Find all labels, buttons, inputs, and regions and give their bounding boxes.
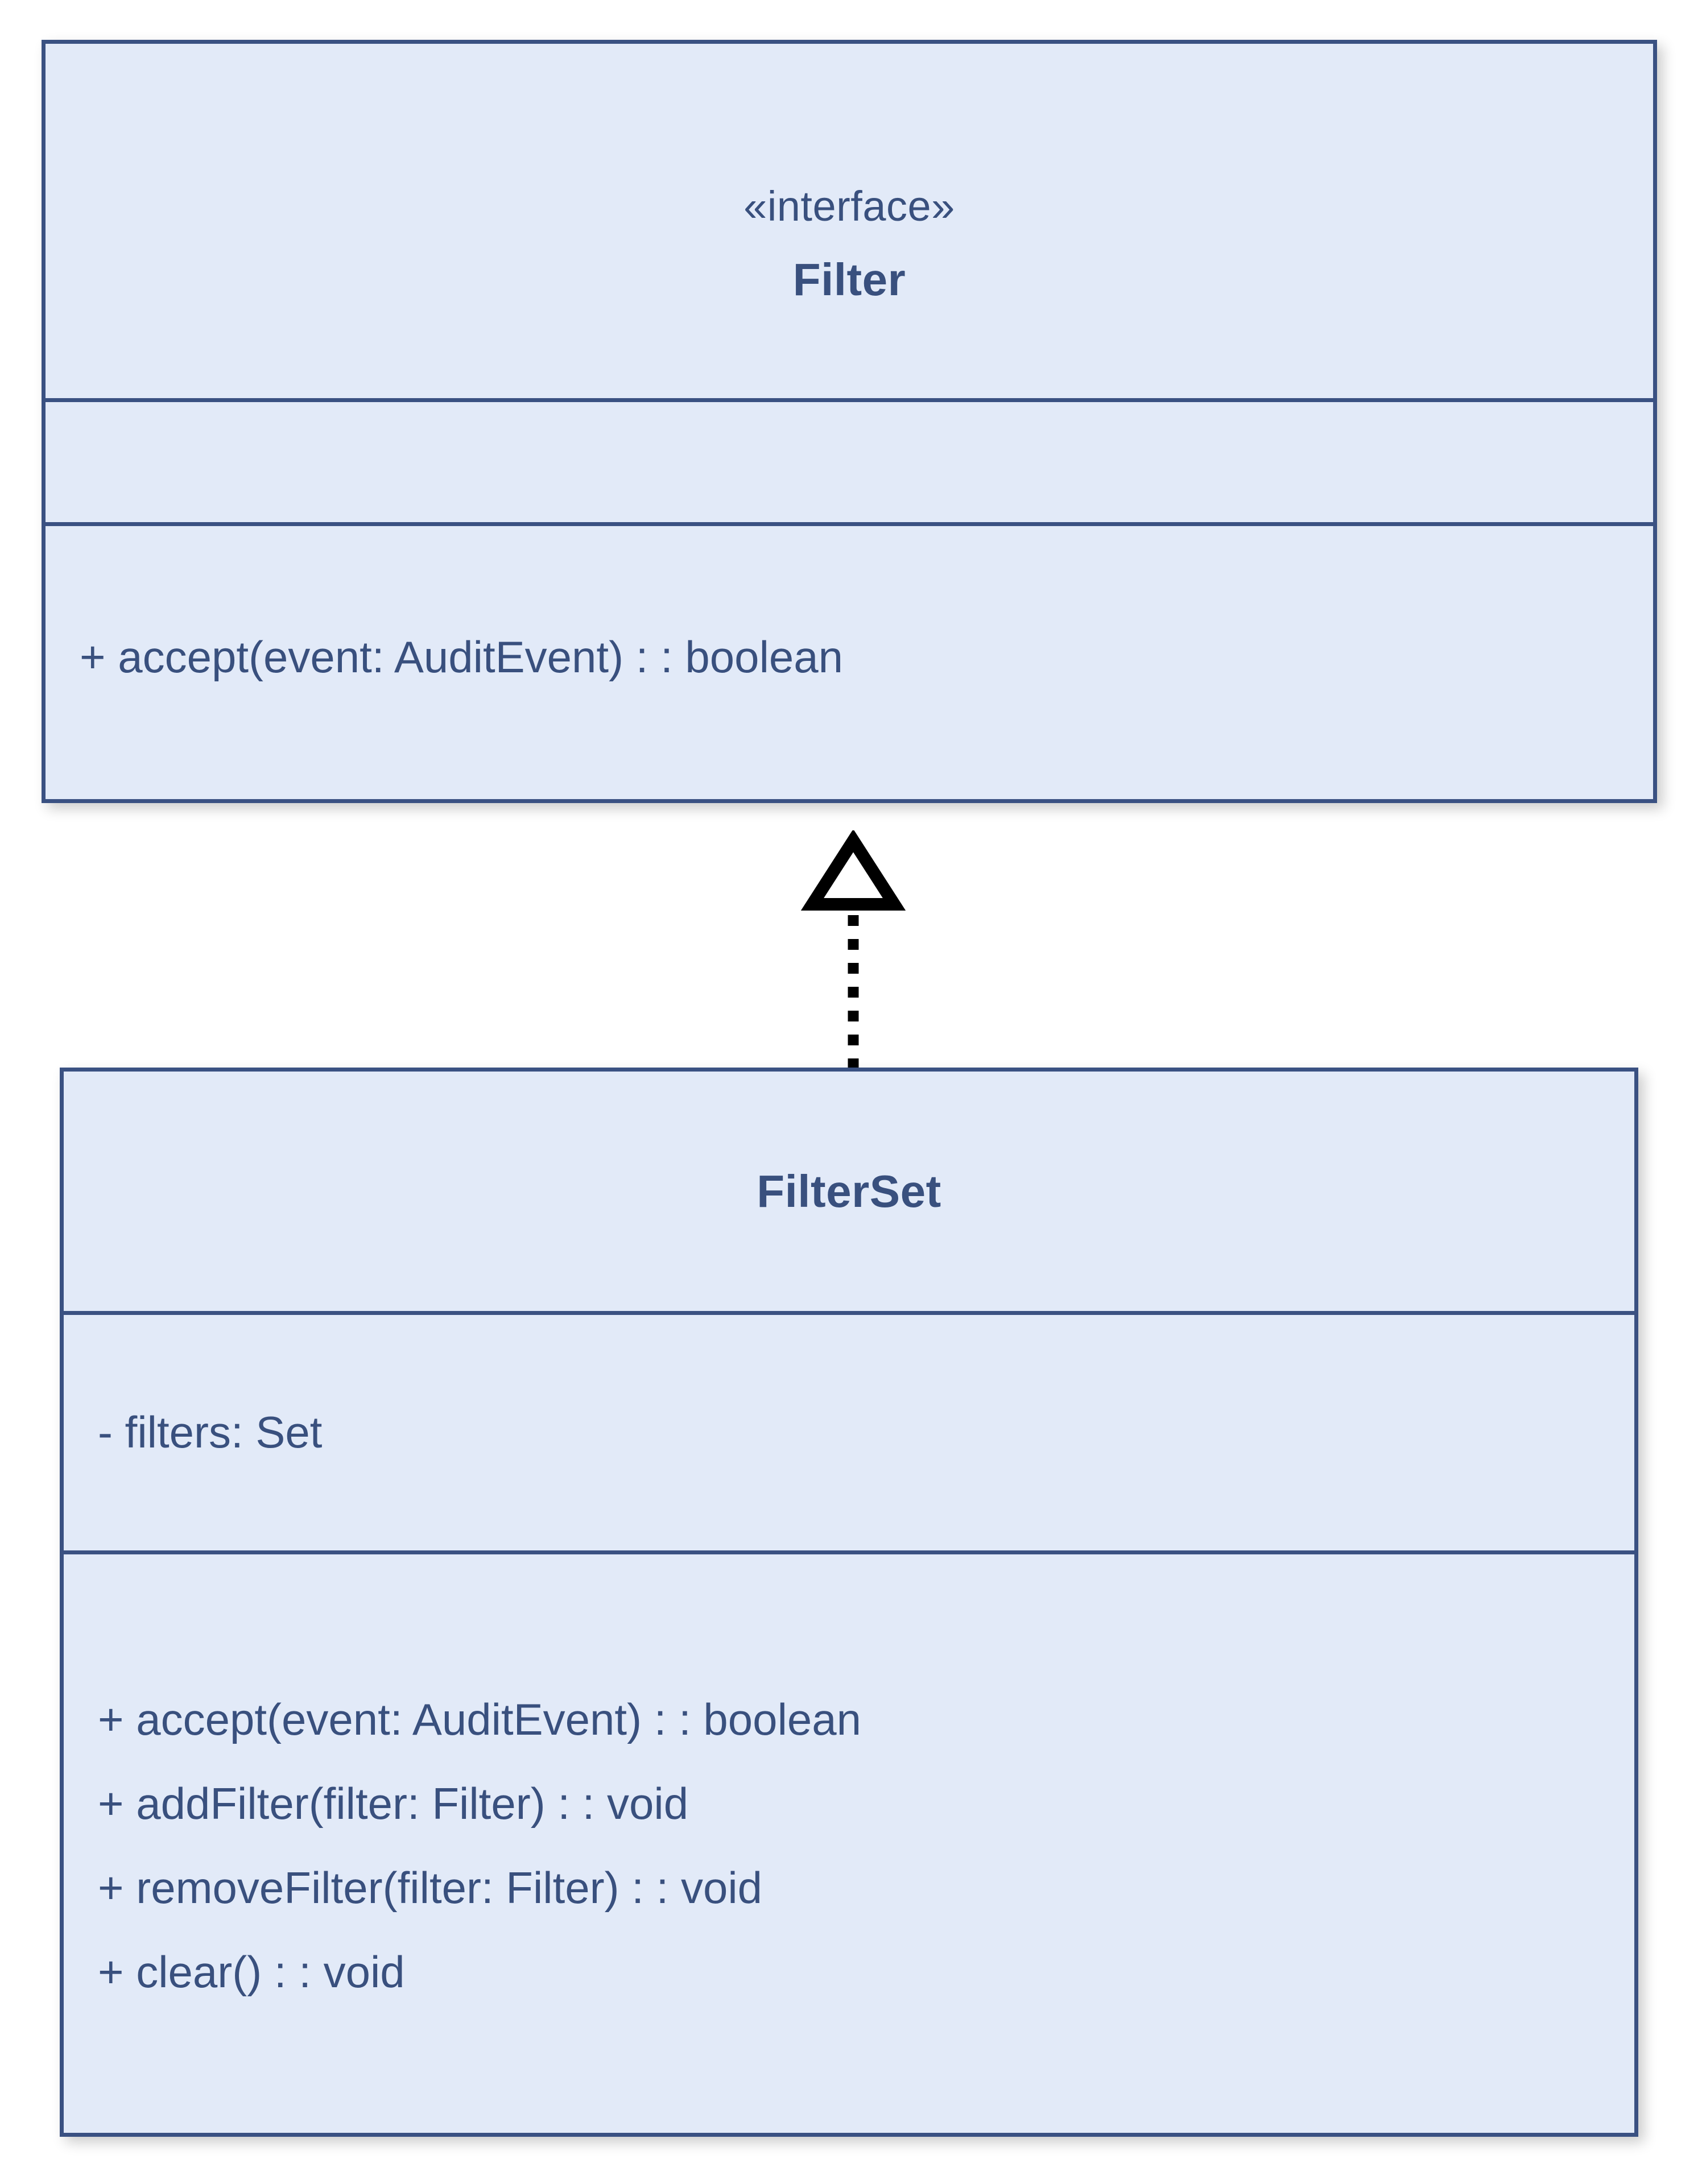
methods-compartment-filterset: + accept(event: AuditEvent) : : boolean …: [64, 1550, 1634, 2132]
attributes-compartment-filter: [46, 398, 1653, 522]
method-row: + accept(event: AuditEvent) : : boolean: [80, 631, 844, 682]
methods-compartment-filter: + accept(event: AuditEvent) : : boolean: [46, 522, 1653, 792]
method-row: + accept(event: AuditEvent) : : boolean: [98, 1694, 862, 1745]
stereotype-label: «interface»: [743, 182, 955, 230]
method-row: + clear() : : void: [98, 1946, 405, 1997]
class-header-filterset: FilterSet: [64, 1072, 1634, 1311]
uml-class-filterset[interactable]: FilterSet - filters: Set + accept(event:…: [60, 1068, 1638, 2137]
class-name-filter: Filter: [792, 254, 906, 305]
class-name-filterset: FilterSet: [757, 1165, 941, 1217]
hollow-triangle-arrowhead: [800, 830, 906, 911]
class-header-filter: «interface» Filter: [46, 44, 1653, 398]
method-row: + addFilter(filter: Filter) : : void: [98, 1778, 689, 1829]
attribute-row: - filters: Set: [98, 1407, 323, 1458]
method-row: + removeFilter(filter: Filter) : : void: [98, 1863, 763, 1913]
uml-class-filter[interactable]: «interface» Filter + accept(event: Audit…: [42, 40, 1657, 803]
attributes-compartment-filterset: - filters: Set: [64, 1311, 1634, 1550]
realization-arrow-filterset-to-filter: [800, 830, 906, 1069]
